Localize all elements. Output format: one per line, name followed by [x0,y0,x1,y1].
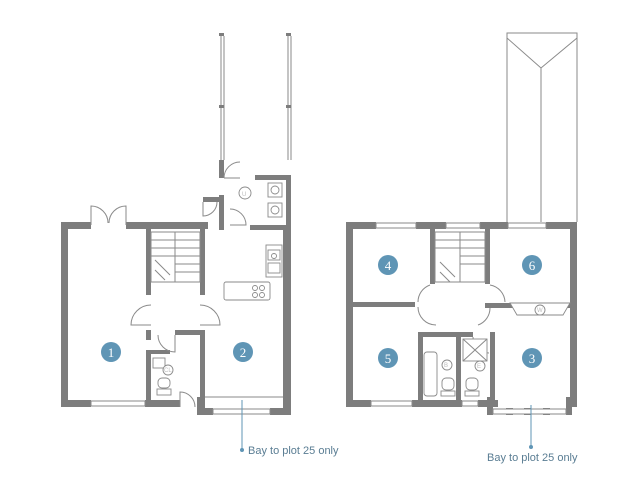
roof-outline [506,32,578,222]
first-floor-plan: W B E 4 6 5 [346,32,578,464]
room-number-2: 2 [240,345,247,360]
room-marker-3: 3 [522,348,542,368]
kitchen-units [223,244,283,301]
carport-outline [219,33,292,160]
room-marker-4: 4 [378,255,398,275]
room-marker-5: 5 [378,348,398,368]
first-bay-note-text: Bay to plot 25 only [487,452,578,464]
wardrobe-code: W [537,308,543,314]
french-doors [90,205,127,225]
utility-room: U [202,160,291,230]
room-number-3: 3 [529,351,536,366]
room-marker-1: 1 [101,342,121,362]
ground-staircase [150,231,201,283]
bathroom: B [423,351,456,397]
bathroom-code: B [444,363,448,369]
wardrobe: W [509,302,571,316]
room-number-5: 5 [385,351,392,366]
room-number-4: 4 [385,258,392,273]
room-marker-2: 2 [233,342,253,362]
ground-floor-plan: U [61,33,339,457]
ground-bay-note: Bay to plot 25 only [240,400,339,457]
first-bay-window [487,397,572,415]
utility-appliance-code: U [242,192,246,198]
ground-bay-note-text: Bay to plot 25 only [248,445,339,457]
cloakroom-code: CL [164,368,172,374]
ensuite: E [462,338,488,397]
first-bay-note: Bay to plot 25 only [487,405,578,464]
ensuite-code: E [477,364,481,370]
room-number-1: 1 [108,345,115,360]
room-number-6: 6 [529,258,536,273]
room-marker-6: 6 [522,255,542,275]
cloakroom-wc: CL [152,357,174,396]
first-staircase [434,231,486,283]
